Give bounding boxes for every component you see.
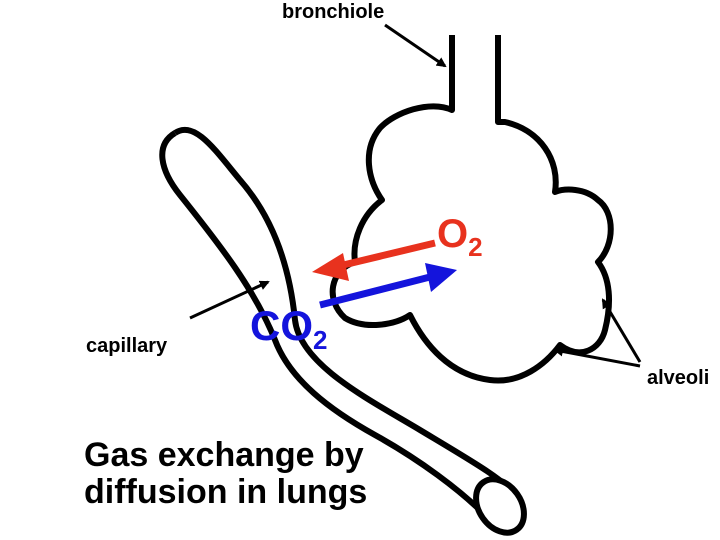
bronchiole-label: bronchiole [282,1,384,23]
alveoli-pointer-upper [601,298,642,363]
capillary-tube [159,127,527,536]
capillary-label: capillary [86,335,168,357]
carbon-dioxide-symbol: CO [250,302,313,349]
oxygen-subscript: 2 [468,232,482,262]
capillary-pointer [189,280,270,320]
oxygen-symbol: O [437,212,468,256]
carbon-dioxide-subscript: 2 [313,325,327,355]
carbon-dioxide-arrow [319,263,457,309]
alveoli-pointer-lower [553,346,641,368]
alveoli-cluster [329,35,614,384]
oxygen-formula: O2 [437,212,483,262]
bronchiole-pointer [384,23,447,68]
alveoli-label: alveoli [647,367,709,389]
capillary-opening [473,476,527,536]
diagram-title-line1: Gas exchange by [84,436,364,474]
diagram-title-line2: diffusion in lungs [84,473,367,511]
carbon-dioxide-formula: CO2 [250,302,327,355]
oxygen-arrow [312,239,436,281]
